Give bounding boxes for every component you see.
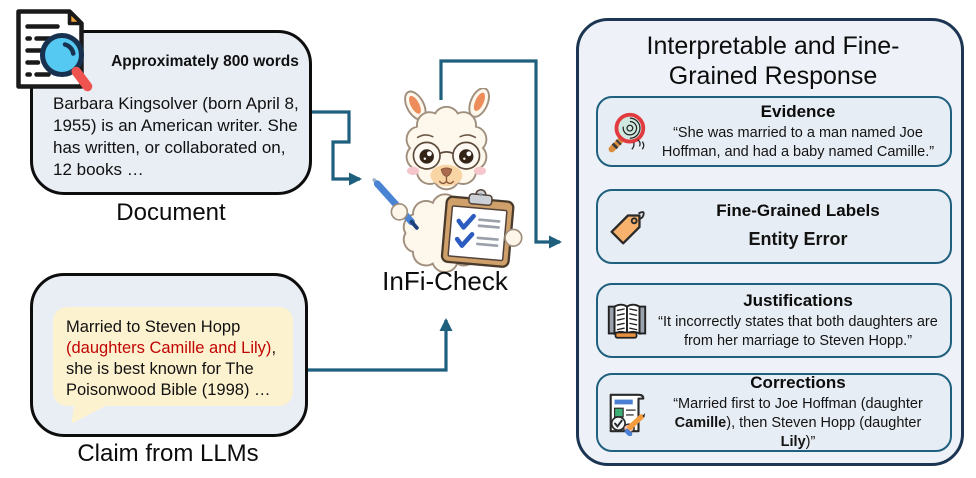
labels-error-text: Entity Error (748, 229, 848, 250)
corrections-text: “Married first to Joe Hoffman (daughter … (656, 395, 940, 452)
claim-text-after: , she is best known for The Poisonwood B… (66, 339, 277, 400)
response-panel-title: Interpretable and Fine-Grained Response (646, 32, 900, 90)
claim-text-highlight: (daughters Camille and Lily) (66, 339, 272, 358)
corrections-text-part: ), then Steven Hopp (daughter (726, 415, 922, 432)
claim-speech-bubble: Married to Steven Hopp (daughters Camill… (53, 307, 293, 406)
labels-title: Fine-Grained Labels (716, 201, 880, 221)
document-label: Document (116, 199, 226, 226)
justifications-section: Justifications “It incorrectly states th… (596, 283, 952, 358)
llama-eyes (419, 149, 474, 164)
correction-note-icon (598, 390, 656, 436)
document-excerpt: Barbara Kingsolver (born April 8, 1955) … (53, 94, 299, 180)
arrow-claim-to-checker (307, 318, 453, 372)
speech-bubble-tail (71, 399, 109, 429)
checker-label: InFi-Check (382, 266, 508, 296)
corrections-bold-camille: Camille (674, 415, 727, 432)
llama-mascot (372, 88, 523, 272)
document-magnifier-icon (16, 9, 93, 92)
evidence-text: “She was married to a man named Joe Hoff… (661, 124, 935, 160)
llama-right-ear (468, 88, 490, 118)
evidence-section: Evidence “She was married to a man named… (596, 96, 952, 167)
llama-right-hoof (504, 228, 523, 247)
corrections-section: Corrections “Married first to Joe Hoffma… (596, 373, 952, 452)
evidence-title: Evidence (760, 101, 836, 121)
price-tag-icon (598, 204, 656, 250)
document-word-count: Approximately 800 words (111, 53, 299, 70)
claim-box: Married to Steven Hopp (daughters Camill… (30, 273, 308, 437)
justifications-title: Justifications (743, 290, 853, 310)
clipboard-icon (440, 188, 515, 268)
corrections-text-part: )” (805, 433, 816, 450)
labels-section: Fine-Grained Labels Entity Error (596, 189, 952, 264)
response-panel: Interpretable and Fine-Grained Response (576, 18, 964, 466)
corrections-bold-lily: Lily (780, 433, 806, 450)
open-book-icon (598, 298, 656, 344)
fingerprint-magnifier-icon (598, 109, 656, 155)
justifications-text: “It incorrectly states that both daughte… (658, 313, 938, 349)
llama-left-hoof (390, 203, 409, 221)
corrections-title: Corrections (750, 373, 846, 393)
claim-label: Claim from LLMs (77, 440, 259, 467)
pen-icon (372, 178, 419, 230)
claim-text-before: Married to Steven Hopp (66, 318, 241, 336)
corrections-text-part: “Married first to Joe Hoffman (daughter (673, 396, 923, 413)
arrow-document-to-checker (310, 110, 362, 186)
